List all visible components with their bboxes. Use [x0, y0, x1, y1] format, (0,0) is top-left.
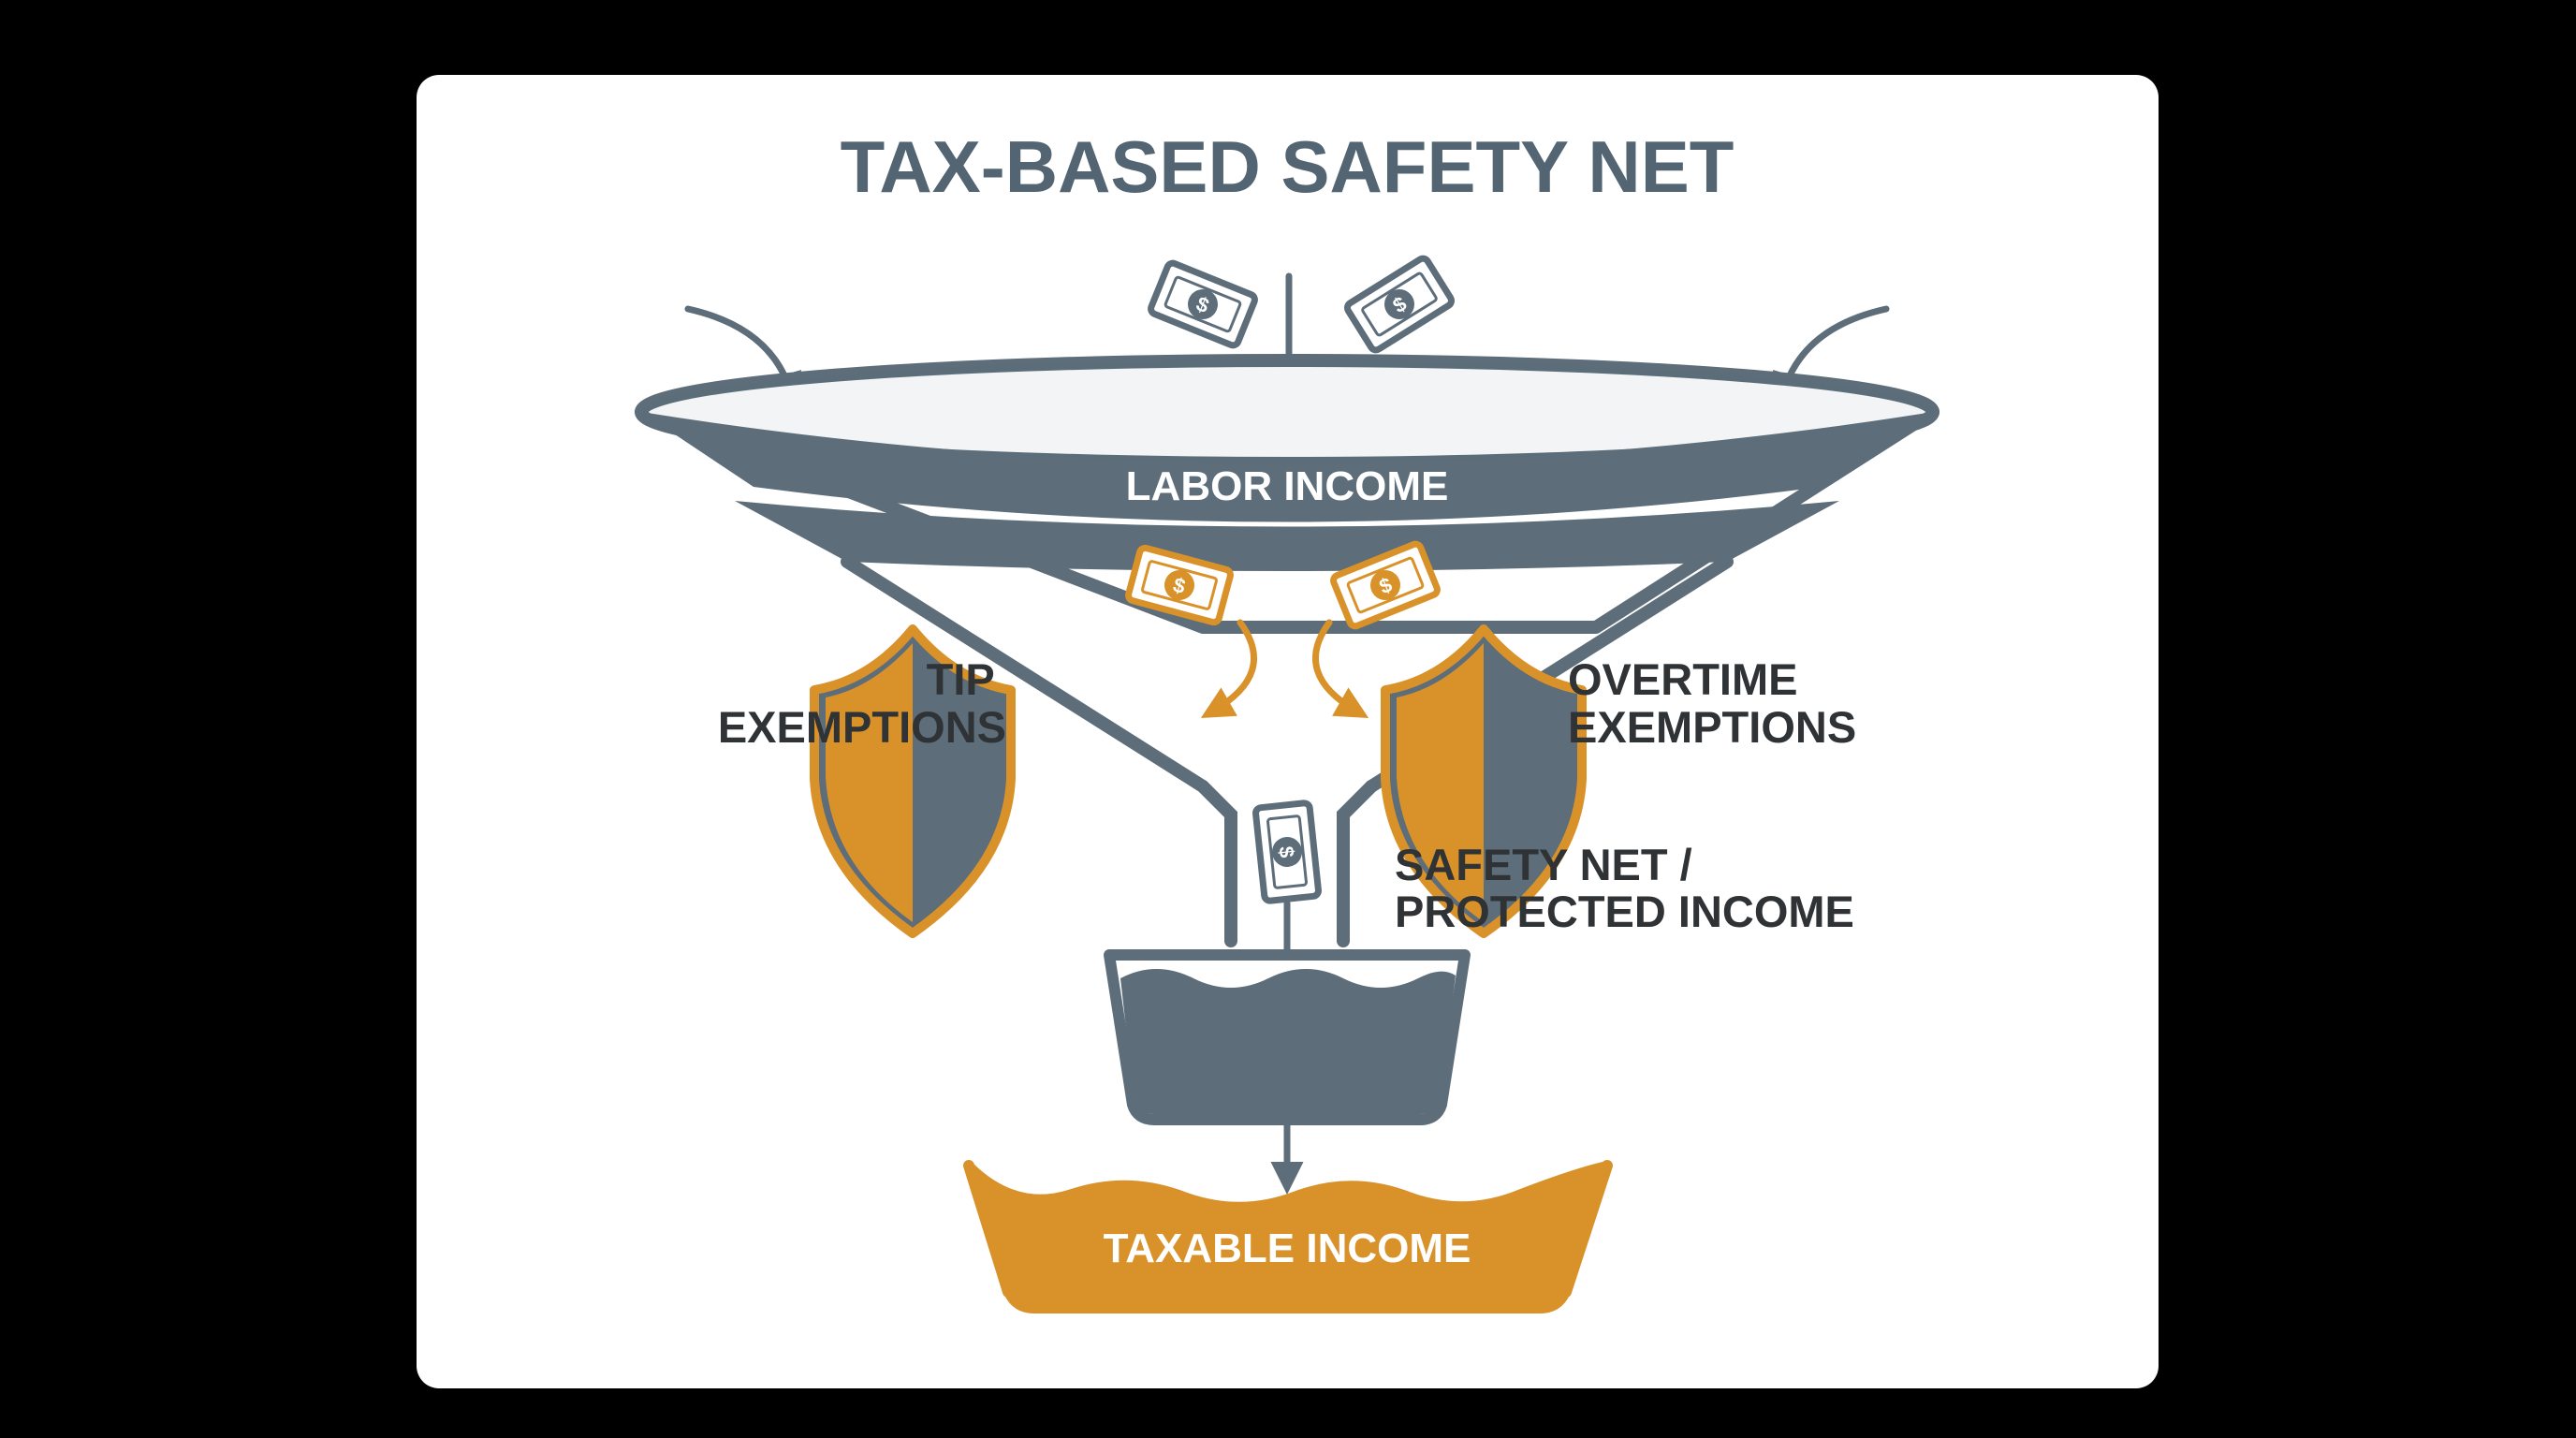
dollar-bill-icon — [1149, 261, 1256, 346]
dollar-bill-icon — [1345, 257, 1454, 352]
funnel-band-label: LABOR INCOME — [1126, 463, 1449, 509]
arrow-icon — [1200, 619, 1257, 718]
basin-icon — [963, 1160, 1613, 1313]
shield-icon — [1381, 624, 1587, 938]
basin-icon — [1104, 949, 1471, 1125]
left-shield-label: TIP EXEMPTIONS — [718, 654, 1006, 752]
bottom-basin-label: TAXABLE INCOME — [1104, 1225, 1471, 1271]
diagram-card: $ $ TAX-BASED SAFETY NET — [417, 75, 2159, 1388]
diagram-title: TAX-BASED SAFETY NET — [841, 125, 1734, 208]
arrow-icon — [1312, 619, 1369, 718]
orange-arrows — [1200, 619, 1369, 718]
spout-label: SAFETY NET / PROTECTED INCOME — [1395, 840, 1854, 936]
right-shield-label: OVERTIME EXEMPTIONS — [1568, 654, 1856, 752]
safety-net-diagram: $ $ TAX-BASED SAFETY NET — [635, 125, 1939, 1313]
dollar-bill-icon — [1255, 802, 1319, 902]
shield-icon — [810, 624, 1016, 938]
